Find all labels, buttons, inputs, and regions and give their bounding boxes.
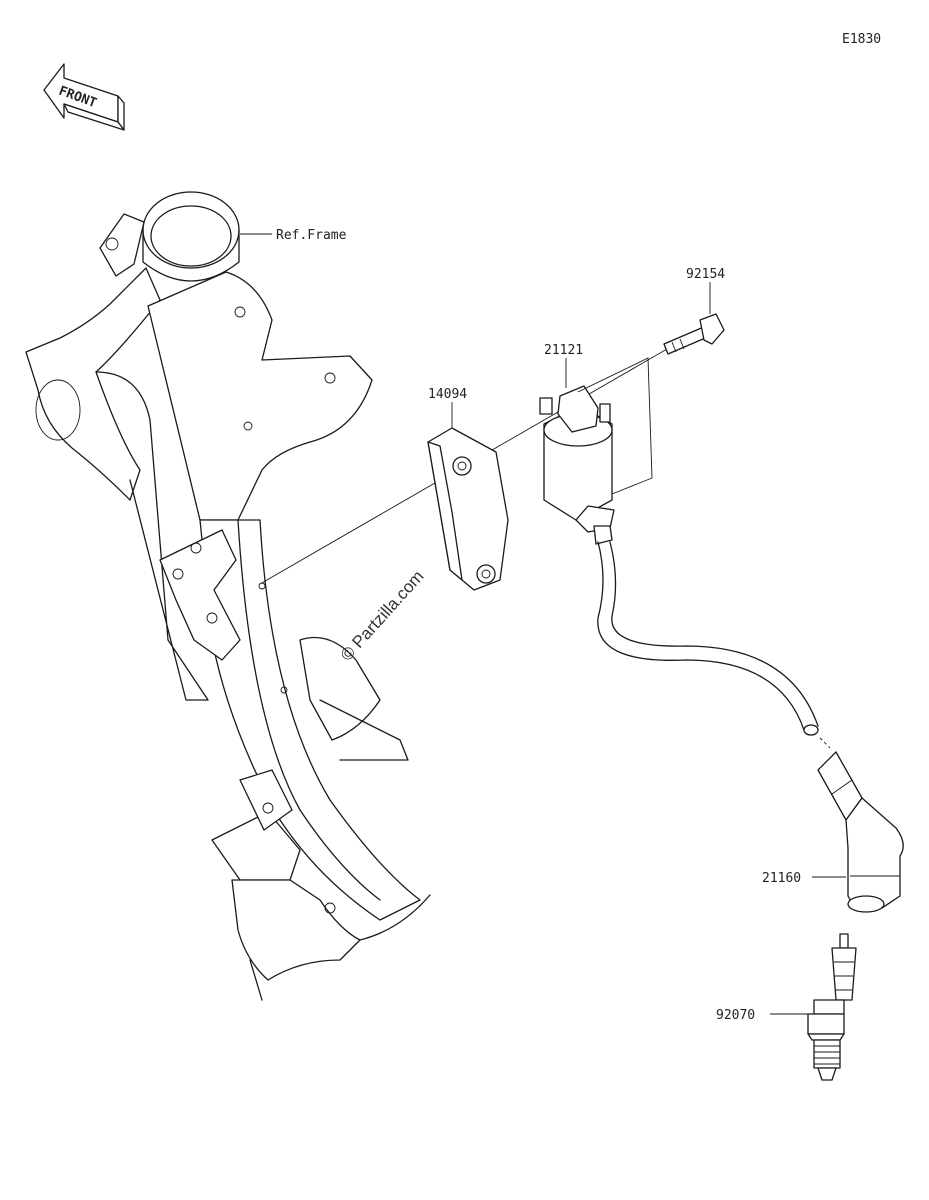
bolt-92154 — [663, 313, 725, 355]
callout-ignition-coil: 21121 — [544, 343, 583, 358]
watermark: © Partzilla.com — [337, 567, 428, 665]
bracket-14094 — [427, 427, 509, 591]
callout-bolt: 92154 — [686, 267, 725, 282]
callout-plug-cap: 21160 — [762, 871, 801, 886]
front-arrow-icon: FRONT — [43, 63, 125, 131]
spark-plug-92070 — [807, 933, 857, 1081]
callout-ref-frame: Ref.Frame — [276, 228, 347, 243]
plug-cap-21160 — [817, 751, 904, 913]
ignition-coil-21121 — [539, 385, 615, 545]
callout-bracket: 14094 — [428, 387, 467, 402]
ht-cable — [597, 541, 831, 749]
callout-spark-plug: 92070 — [716, 1008, 755, 1023]
diagram-code: E1830 — [842, 32, 881, 47]
frame-illustration — [25, 191, 431, 1001]
